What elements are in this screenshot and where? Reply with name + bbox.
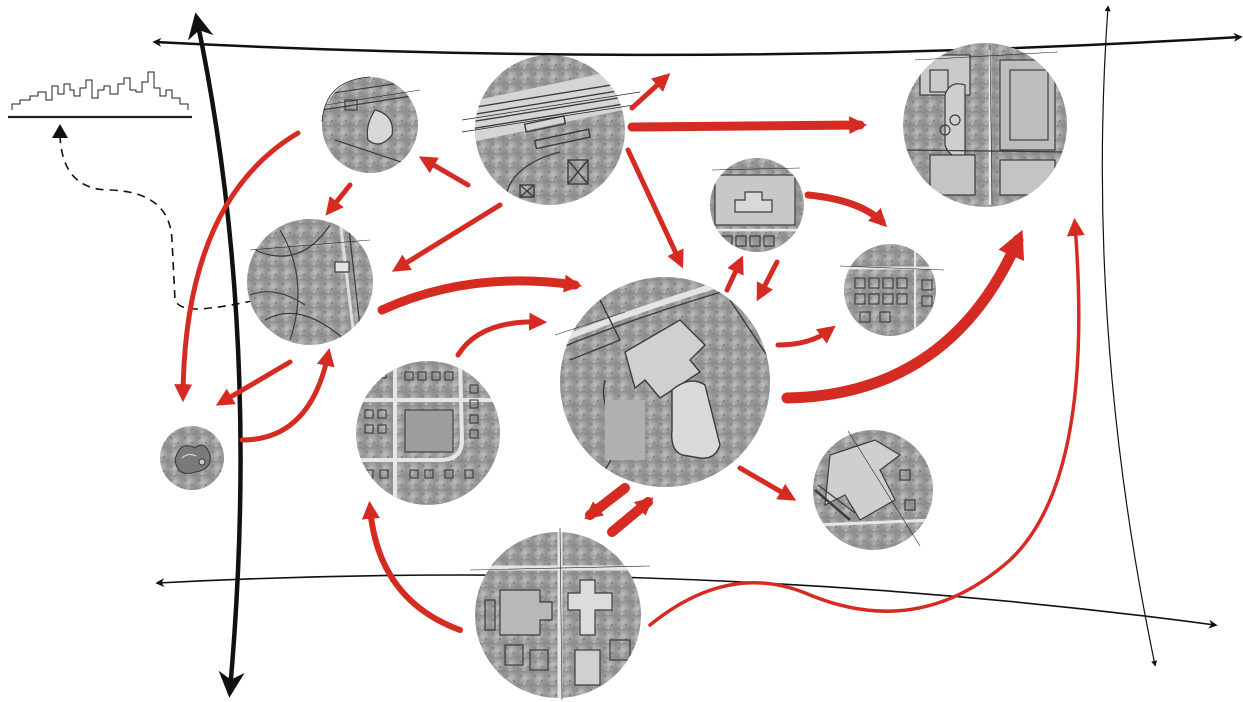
flow-arrow [239, 347, 335, 443]
flow-arrow [625, 147, 684, 269]
flow-arrows [174, 73, 1085, 633]
map-tile-church-block [710, 158, 804, 252]
map-tile-housing-row [839, 244, 945, 336]
bottom-horizontal-axis [155, 574, 1218, 629]
map-tile-green-corridor [247, 219, 373, 345]
flow-arrow [584, 483, 630, 520]
map-tiles [160, 43, 1067, 701]
map-tile-sports-fields [903, 43, 1067, 207]
city-skyline-icon [8, 71, 192, 119]
flow-arrow [804, 191, 888, 228]
flow-arrow [737, 465, 797, 501]
flow-arrow [215, 359, 293, 406]
map-tile-apartment-block [813, 430, 933, 550]
flow-arrow [775, 325, 836, 348]
flow-arrow [455, 312, 548, 358]
flow-arrow [607, 497, 654, 537]
axis-lines [152, 5, 1243, 698]
flow-arrow [391, 202, 503, 272]
flow-arrow [724, 255, 744, 293]
right-vertical-axis [1101, 5, 1158, 667]
flow-arrow [325, 182, 353, 216]
flow-arrow [648, 217, 1085, 627]
skyline-arrowhead-icon [52, 124, 68, 138]
flow-arrow [377, 274, 583, 315]
map-tile-residential-grid [356, 361, 500, 505]
top-horizontal-axis [152, 32, 1243, 57]
map-tile-housing-estate [469, 527, 651, 701]
flow-arrow [781, 229, 1025, 404]
flow-arrow [629, 73, 671, 111]
flow-arrow [627, 116, 868, 135]
flow-arrow [418, 156, 471, 188]
flow-arrow [361, 500, 463, 633]
flow-arrow [174, 130, 301, 403]
map-tile-central-school [554, 277, 770, 487]
flow-arrow [756, 259, 780, 302]
map-tile-rail-corridor [461, 55, 641, 205]
map-tile-pond-small [160, 426, 224, 490]
